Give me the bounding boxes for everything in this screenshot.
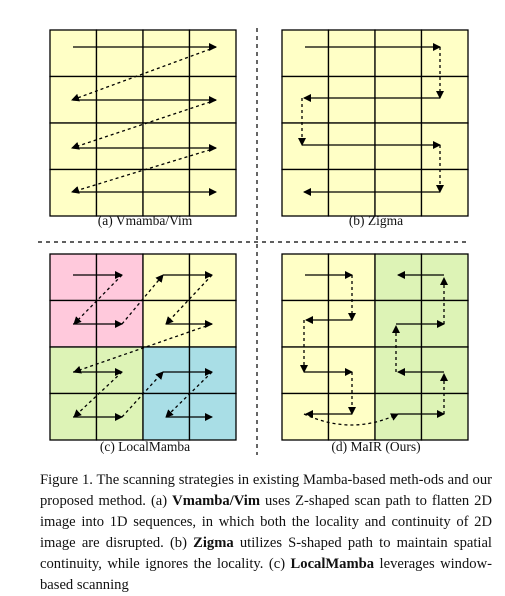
grid-cell (49, 122, 98, 171)
grid-cell (188, 168, 237, 217)
grid-cell (327, 122, 376, 171)
caption-intro: The scanning strategies in existing Mamb… (40, 472, 493, 509)
scan-strategy-figure (38, 28, 469, 455)
grid-cell (142, 346, 191, 395)
scan-jump-arrow (73, 323, 213, 374)
grid-cell (281, 75, 330, 124)
scan-jump-arrow (165, 371, 213, 418)
grid-cell (95, 122, 144, 171)
grid-cell (374, 392, 423, 441)
scan-jump-arrow (121, 274, 164, 325)
grid-cell (281, 122, 330, 171)
grid-cell (142, 122, 191, 171)
grid-cell (327, 392, 376, 441)
grid-cell (281, 253, 330, 302)
grid-cell (95, 168, 144, 217)
panel-a-vmamba (49, 29, 237, 217)
panel-b-caption: (b) Zigma (348, 213, 404, 228)
grid-cell (420, 346, 469, 395)
grid-cell (420, 122, 469, 171)
caption-text-vmamba: uses Z-shaped scan path to flatten 2D im… (40, 493, 492, 551)
grid-cell (142, 168, 191, 217)
grid-cell (49, 168, 98, 217)
panel-a-caption: (a) Vmamba/Vim (97, 213, 193, 228)
grid-cell (374, 253, 423, 302)
grid-cell (188, 29, 237, 78)
caption-term-localmamba: LocalMamba (290, 556, 375, 572)
panel-c-localmamba (49, 253, 237, 441)
scan-jump-arrow (71, 46, 217, 102)
grid-cell (188, 253, 237, 302)
caption-text-localmamba: leverages window-based scanning (40, 556, 492, 593)
grid-cell (49, 29, 98, 78)
scan-jump-arrow (73, 371, 123, 418)
grid-cell (49, 346, 98, 395)
grid-cell (420, 168, 469, 217)
grid-cell (374, 75, 423, 124)
grid-cell (281, 299, 330, 348)
grid-cell (142, 29, 191, 78)
grid-cell (420, 392, 469, 441)
caption-term-zigma: Zigma (193, 535, 234, 551)
panel-c-caption: (c) LocalMamba (99, 439, 191, 454)
grid-cell (374, 168, 423, 217)
grid-cell (188, 346, 237, 395)
grid-cell (142, 253, 191, 302)
figure-caption: Figure 1. The scanning strategies in exi… (40, 470, 492, 596)
grid-cell (327, 75, 376, 124)
grid-cell (327, 29, 376, 78)
grid-cell (374, 346, 423, 395)
grid-cell (374, 122, 423, 171)
grid-cell (374, 29, 423, 78)
panel-d-caption: (d) MaIR (Ours) (331, 439, 421, 454)
scan-window-jump-arrow (303, 413, 399, 426)
scan-jump-arrow (71, 147, 217, 194)
grid-cell (420, 253, 469, 302)
figure-label: Figure 1. (40, 472, 93, 488)
grid-cell (281, 392, 330, 441)
caption-text-zigma: utilizes S-shaped path to maintain spati… (40, 535, 492, 572)
grid-cell (327, 168, 376, 217)
panel-b-zigma (281, 29, 469, 217)
grid-cell (420, 29, 469, 78)
scan-jump-arrow (71, 99, 217, 150)
grid-cell (49, 253, 98, 302)
grid-cell (95, 29, 144, 78)
caption-term-vmamba: Vmamba/Vim (172, 493, 260, 509)
grid-cell (281, 29, 330, 78)
grid-cell (188, 122, 237, 171)
grid-cell (281, 346, 330, 395)
grid-cell (420, 75, 469, 124)
panel-d-mair (281, 253, 469, 441)
scan-jump-arrow (165, 274, 213, 325)
scan-jump-arrow (121, 371, 164, 418)
grid-cell (281, 168, 330, 217)
grid-cell (95, 346, 144, 395)
